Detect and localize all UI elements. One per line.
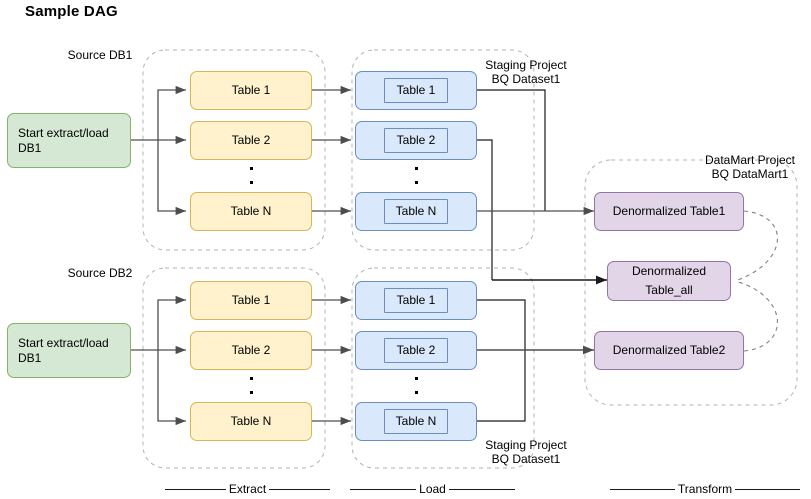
legend-load-label: Load: [416, 482, 449, 496]
group-source-db2-box: [142, 267, 326, 469]
group-label-source-db2: Source DB2: [67, 266, 133, 280]
extract-table-bottom-1[interactable]: Table 1: [190, 281, 312, 320]
group-label-staging-bottom: Staging Project BQ Dataset1: [485, 438, 567, 466]
transform-denormalized-table1-label: Denormalized Table1: [612, 204, 726, 218]
transform-denormalized-table2-label: Denormalized Table2: [612, 343, 726, 357]
load-table-top-2-inner: Table 2: [384, 128, 448, 153]
load-table-top-1-inner: Table 1: [384, 78, 448, 103]
extract-table-top-1-label: Table 1: [231, 83, 271, 97]
legend-extract-label: Extract: [225, 482, 270, 496]
extract-table-top-1[interactable]: Table 1: [190, 71, 312, 110]
group-staging-top-box: [351, 49, 535, 251]
load-table-top-n-inner: Table N: [384, 199, 448, 224]
load-table-bottom-2-inner: Table 2: [384, 338, 448, 363]
load-table-bottom-n[interactable]: Table N: [355, 402, 477, 441]
load-table-bottom-2-label: Table 2: [396, 343, 436, 357]
edge-dashed-table2-to-all: [734, 280, 778, 352]
start-node-db2[interactable]: Start extract/load DB1: [7, 323, 131, 378]
load-table-top-2[interactable]: Table 2: [355, 121, 477, 160]
load-table-top-n[interactable]: Table N: [355, 192, 477, 231]
transform-denormalized-table-all[interactable]: Denormalized Table_all: [607, 261, 731, 301]
extract-table-top-2[interactable]: Table 2: [190, 121, 312, 160]
edge-load2-top-riser: [477, 139, 493, 280]
legend-transform: Transform: [610, 482, 801, 496]
load-table-bottom-n-inner: Table N: [384, 409, 448, 434]
edge-start2-to-table1: [157, 295, 186, 350]
group-label-staging-top: Staging Project BQ Dataset1: [485, 58, 567, 86]
group-staging-bottom-box: [351, 267, 535, 469]
load-table-bottom-1-label: Table 1: [396, 293, 436, 307]
extract-table-bottom-n[interactable]: Table N: [190, 402, 312, 441]
edge-loadN-bottom-riser: [477, 350, 526, 422]
edge-load1-bottom-riser: [477, 299, 526, 350]
legend-extract: Extract: [165, 482, 330, 496]
extract-table-bottom-2-label: Table 2: [231, 343, 271, 357]
legend-load-line-left: [350, 488, 417, 490]
edge-start2-to-tableN: [157, 350, 186, 426]
load-top-ellipsis: [355, 167, 477, 184]
edge-dashed-table1-to-all: [734, 210, 778, 282]
legend-transform-line-right: [735, 488, 801, 490]
load-table-top-1-label: Table 1: [396, 83, 436, 97]
extract-table-bottom-n-label: Table N: [230, 414, 272, 428]
start-node-db1-label: Start extract/load DB1: [18, 125, 109, 155]
load-table-bottom-1-inner: Table 1: [384, 288, 448, 313]
legend-load: Load: [350, 482, 516, 496]
legend-transform-line-left: [610, 488, 675, 490]
start-node-db2-label: Start extract/load DB1: [18, 335, 109, 365]
extract-table-top-n-label: Table N: [230, 204, 272, 218]
edge-load1-top-riser: [477, 89, 546, 211]
load-table-top-n-label: Table N: [395, 204, 437, 218]
transform-denormalized-table1[interactable]: Denormalized Table1: [594, 192, 744, 231]
load-table-top-2-label: Table 2: [396, 133, 436, 147]
edge-start1-to-tableN: [157, 140, 186, 216]
legend-load-line-right: [448, 488, 516, 490]
group-source-db1-box: [142, 49, 326, 251]
load-bottom-ellipsis: [355, 377, 477, 394]
page-title: Sample DAG: [25, 3, 118, 20]
group-datamart-box: [584, 159, 798, 406]
extract-table-bottom-2[interactable]: Table 2: [190, 331, 312, 370]
extract-table-bottom-1-label: Table 1: [231, 293, 271, 307]
legend-extract-line-left: [165, 488, 226, 490]
extract-bottom-ellipsis: [190, 377, 312, 394]
group-label-source-db1: Source DB1: [67, 48, 133, 62]
transform-denormalized-table-all-label: Denormalized Table_all: [631, 264, 707, 297]
transform-denormalized-table2[interactable]: Denormalized Table2: [594, 331, 744, 370]
edge-start1-to-table1: [157, 85, 186, 140]
load-table-bottom-n-label: Table N: [395, 414, 437, 428]
load-table-top-1[interactable]: Table 1: [355, 71, 477, 110]
extract-table-top-n[interactable]: Table N: [190, 192, 312, 231]
start-node-db1[interactable]: Start extract/load DB1: [7, 113, 131, 168]
legend-extract-line-right: [269, 488, 330, 490]
extract-top-ellipsis: [190, 167, 312, 184]
load-table-bottom-2[interactable]: Table 2: [355, 331, 477, 370]
legend-transform-label: Transform: [674, 482, 736, 496]
load-table-bottom-1[interactable]: Table 1: [355, 281, 477, 320]
extract-table-top-2-label: Table 2: [231, 133, 271, 147]
group-label-datamart: DataMart Project BQ DataMart1: [704, 153, 796, 181]
